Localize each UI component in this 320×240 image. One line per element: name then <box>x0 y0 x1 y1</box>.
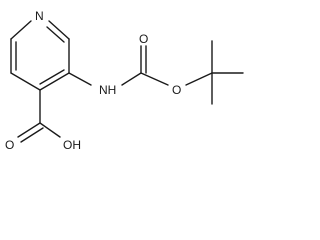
chemical-structure-diagram: N NH O O O OH <box>5 9 244 152</box>
bond-ester-o-tert-c <box>185 72 213 86</box>
bond-nh-carbonyl <box>121 72 142 86</box>
bond-c4-c5 <box>39 72 70 91</box>
atom-ring-nitrogen: N <box>35 9 44 23</box>
atom-carbonyl-oxygen: O <box>139 32 148 46</box>
bond-c6-n-inner <box>46 26 65 43</box>
boc-amino-group <box>68 40 244 105</box>
bond-c4-c5-inner <box>39 69 65 85</box>
atom-carboxylic-oxygen: O <box>5 138 14 152</box>
atom-hydroxyl: OH <box>63 138 81 152</box>
bond-cooh-o-double-1 <box>17 122 41 138</box>
atom-ester-oxygen: O <box>172 83 181 97</box>
bond-carbonyl-ester-o <box>140 72 169 86</box>
bond-c3-c4 <box>10 72 41 91</box>
bond-n-c2 <box>10 20 32 40</box>
bond-cooh-o-double-2 <box>20 127 44 143</box>
pyridine-ring <box>10 20 70 91</box>
bond-cooh-oh <box>39 122 61 138</box>
carboxylic-acid-group <box>17 89 61 143</box>
bond-c5-nh <box>68 72 92 86</box>
bond-c6-n <box>48 20 70 40</box>
atom-amide-nh: NH <box>99 83 116 97</box>
